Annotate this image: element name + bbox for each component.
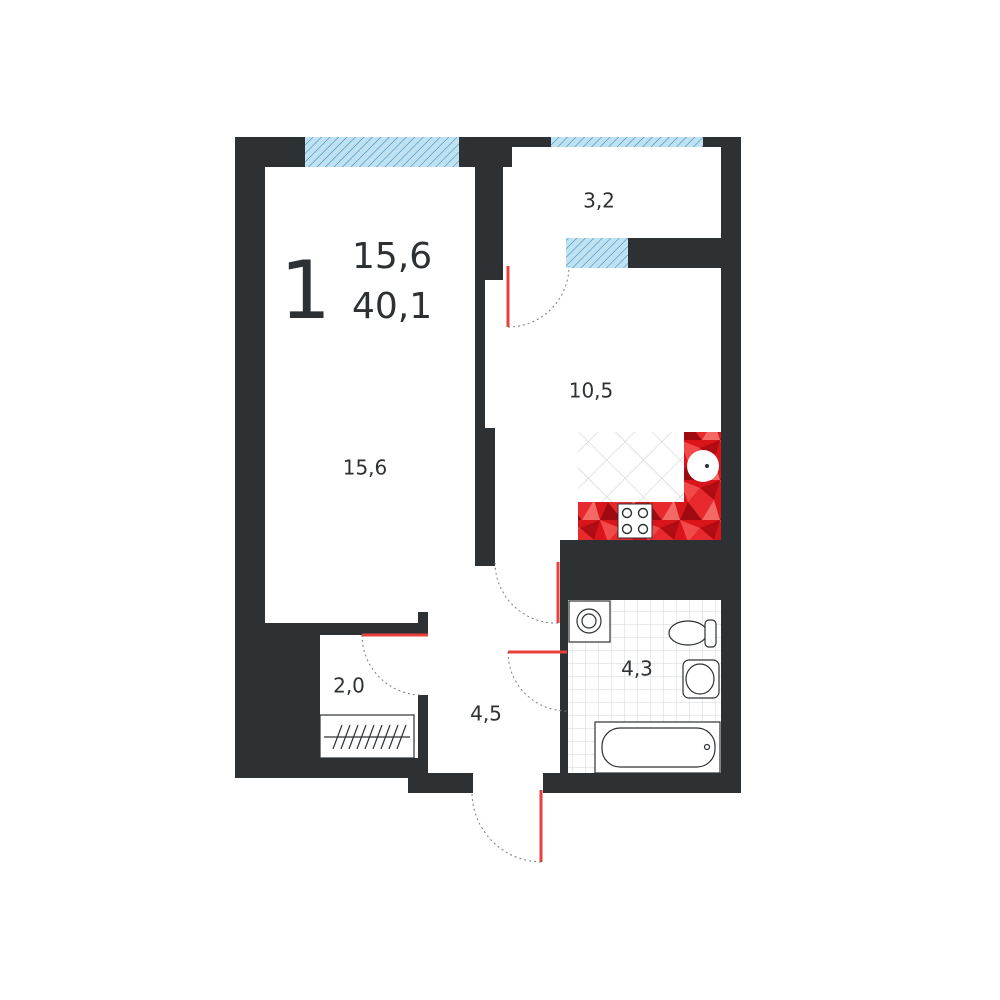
doors	[361, 265, 570, 863]
washbasin-icon	[682, 659, 720, 699]
toilet-icon	[668, 619, 717, 648]
sink-icon	[687, 450, 719, 482]
window-kitchen	[566, 238, 628, 268]
kitchen-area: 10,5	[569, 379, 614, 403]
window-living-room	[305, 137, 459, 167]
storage-area: 2,0	[333, 674, 365, 698]
walls	[235, 137, 741, 793]
kitchen-counter	[578, 432, 721, 540]
bathroom-area: 4,3	[621, 657, 653, 681]
hallway-area: 4,5	[470, 702, 502, 726]
washing-machine-icon	[568, 600, 611, 643]
total-area: 40,1	[352, 286, 432, 327]
stove-icon	[617, 503, 653, 539]
bathtub-icon	[594, 721, 721, 774]
wardrobe-icon	[319, 714, 415, 759]
living-room-area: 15,6	[343, 456, 388, 480]
kitchen-worktop-tiles	[578, 432, 684, 502]
room-count: 1	[280, 244, 331, 337]
window-loggia	[551, 137, 703, 147]
loggia-area: 3,2	[583, 189, 615, 213]
windows	[305, 137, 703, 268]
living-area: 15,6	[352, 236, 432, 277]
